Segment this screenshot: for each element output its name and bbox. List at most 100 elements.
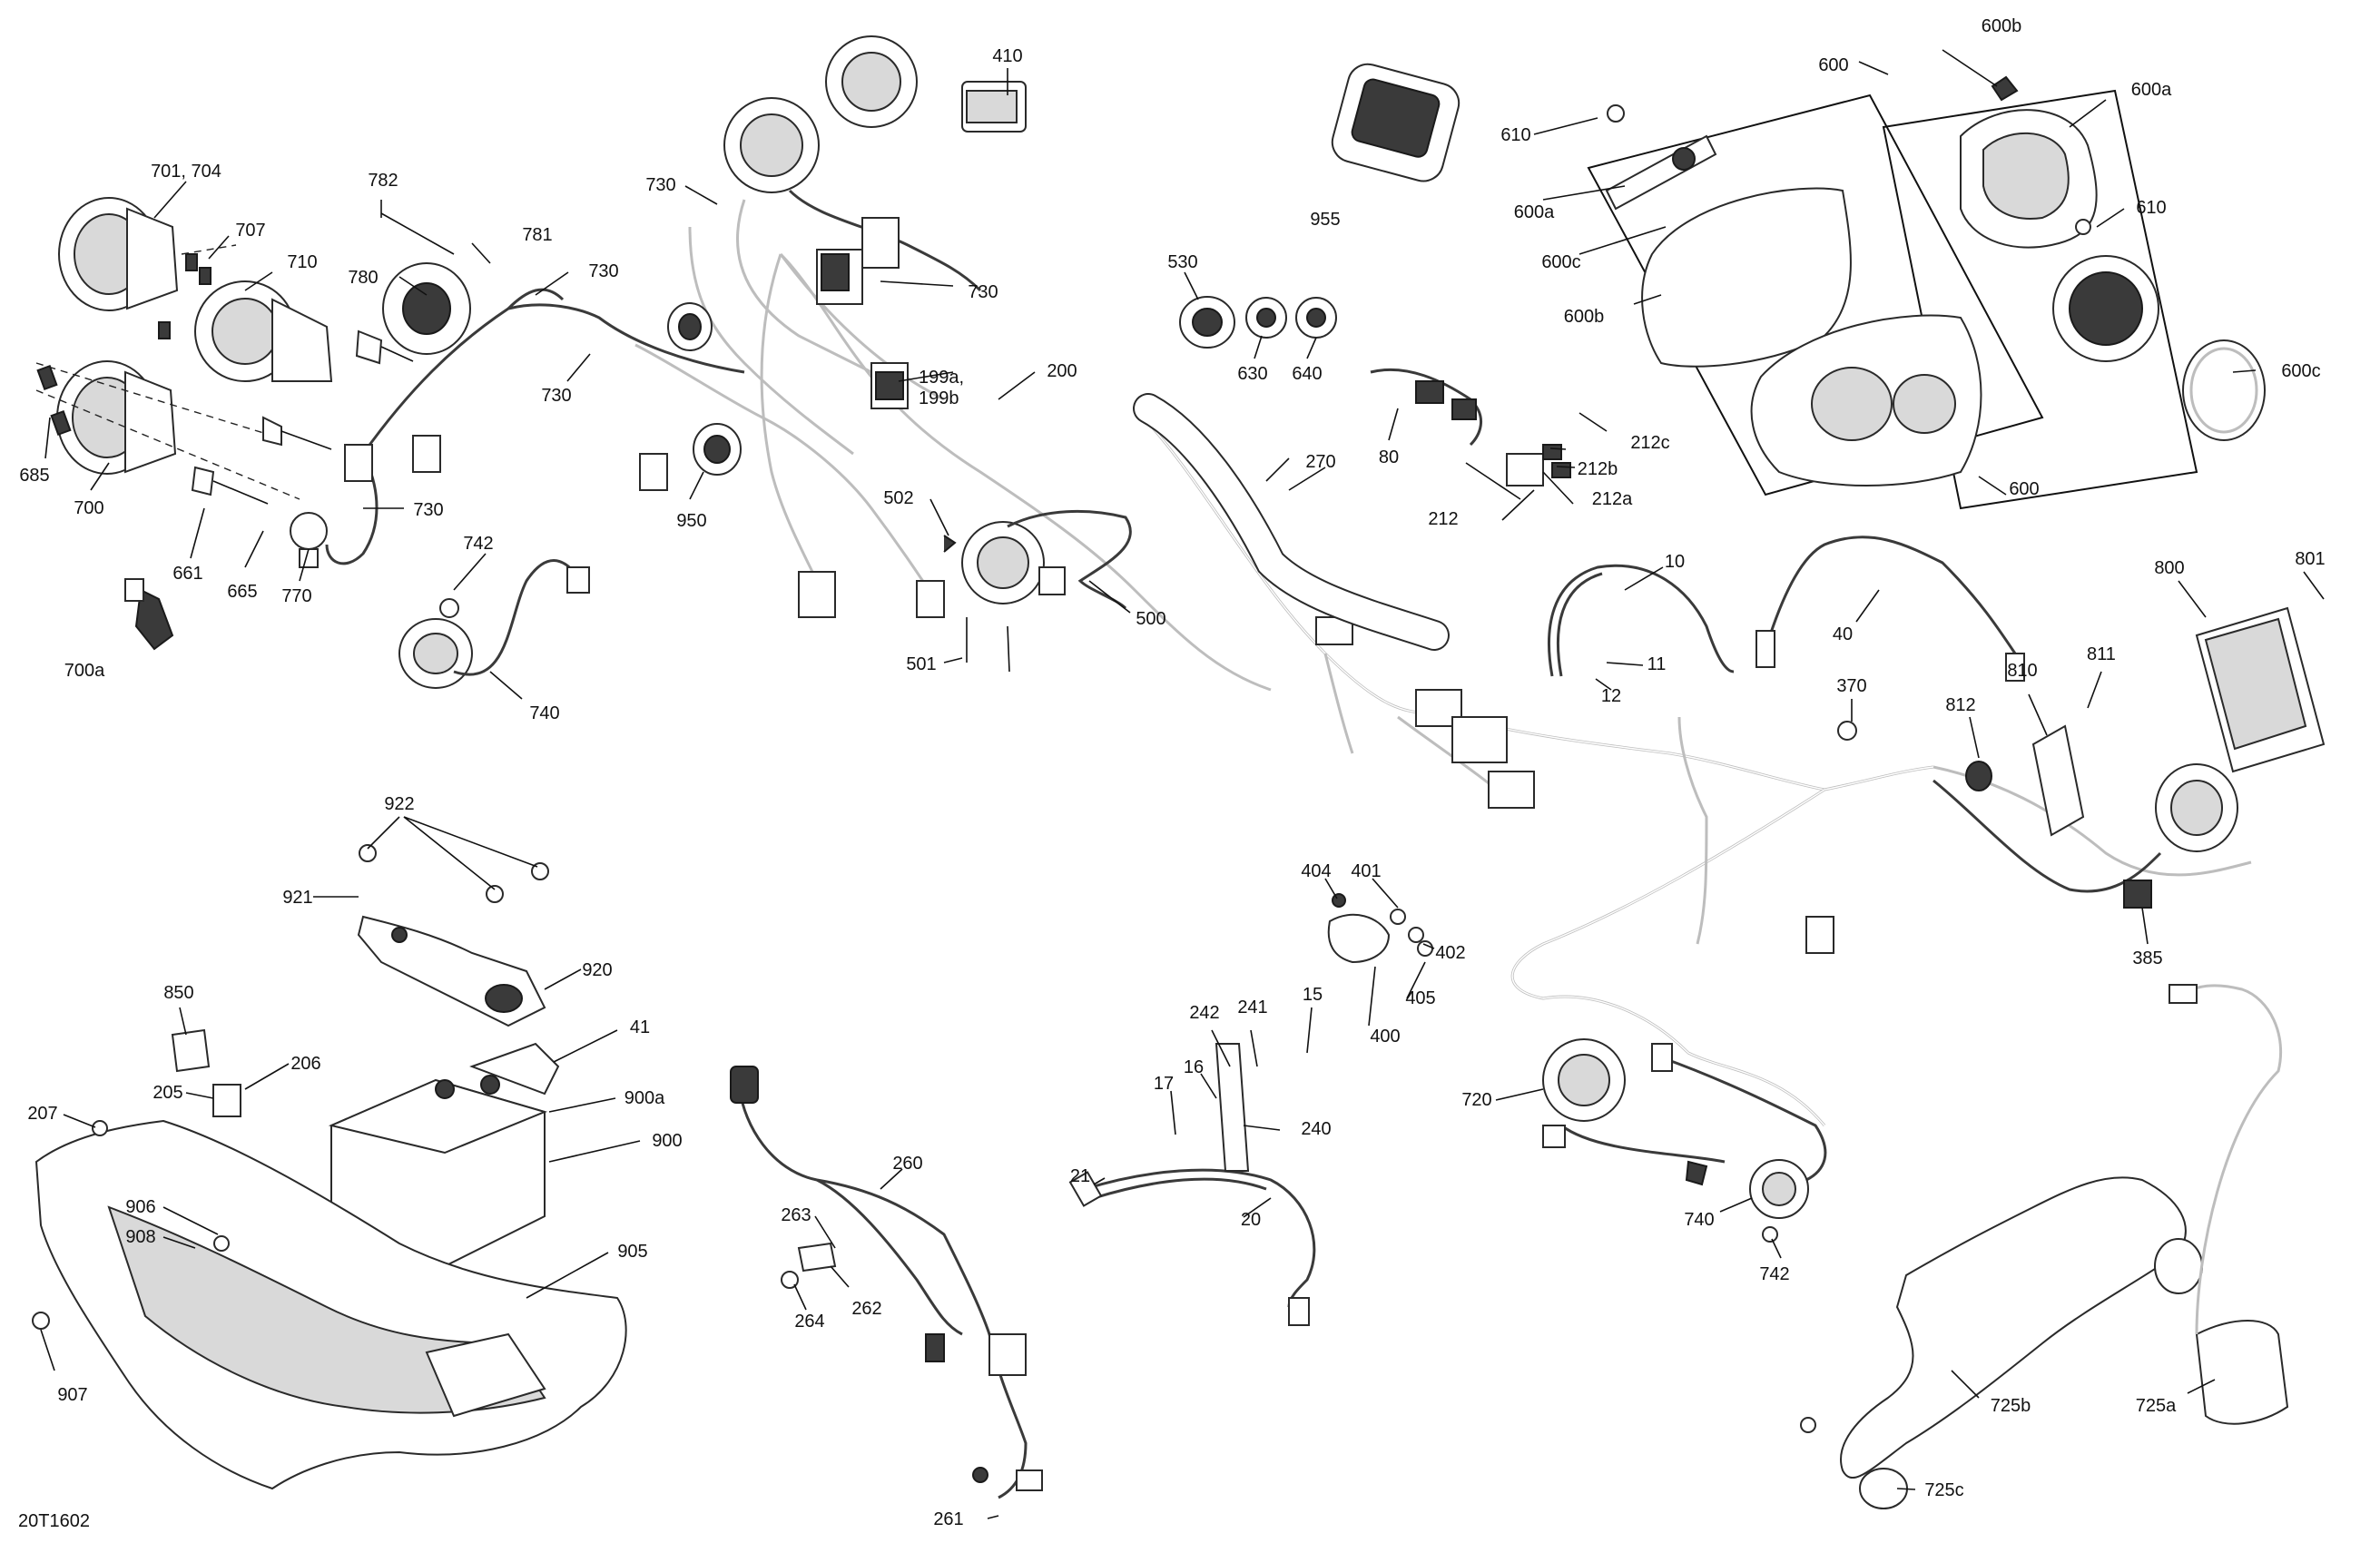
callout-730c: 730 bbox=[541, 386, 571, 406]
callout-710: 710 bbox=[287, 252, 317, 272]
callout-600c-right: 600c bbox=[2281, 361, 2320, 381]
callout-11: 11 bbox=[1647, 654, 1667, 674]
callout-701-704: 701, 704 bbox=[151, 162, 221, 182]
callout-921: 921 bbox=[282, 888, 312, 908]
tray-905 bbox=[32, 1119, 627, 1490]
callout-20: 20 bbox=[1241, 1210, 1261, 1230]
callout-740: 740 bbox=[529, 703, 559, 723]
callout-10: 10 bbox=[1665, 552, 1685, 572]
callout-770: 770 bbox=[281, 586, 311, 606]
callout-661: 661 bbox=[172, 564, 202, 584]
callout-781: 781 bbox=[522, 225, 552, 245]
callout-782: 782 bbox=[368, 171, 398, 191]
callout-80: 80 bbox=[1379, 447, 1399, 467]
callout-385: 385 bbox=[2132, 948, 2162, 968]
callout-240: 240 bbox=[1301, 1119, 1331, 1139]
callout-262: 262 bbox=[851, 1299, 881, 1319]
callout-630: 630 bbox=[1237, 364, 1267, 384]
callout-600b-top: 600b bbox=[1982, 16, 2022, 36]
bracket-725 bbox=[1800, 984, 2289, 1509]
callout-720: 720 bbox=[1461, 1090, 1491, 1110]
callout-500: 500 bbox=[1136, 609, 1165, 629]
callout-742-lower: 742 bbox=[1759, 1264, 1789, 1284]
callout-600: 600 bbox=[1818, 55, 1848, 75]
callout-905: 905 bbox=[617, 1242, 647, 1262]
cable-20 bbox=[1068, 893, 1433, 1326]
callout-600c: 600c bbox=[1541, 252, 1580, 272]
display-group bbox=[1179, 63, 1571, 500]
callout-401: 401 bbox=[1351, 861, 1381, 881]
callout-850: 850 bbox=[163, 983, 193, 1003]
callout-600a: 600a bbox=[1514, 202, 1555, 222]
callout-212c: 212c bbox=[1630, 433, 1669, 453]
callout-740-lower: 740 bbox=[1684, 1210, 1714, 1230]
callout-725a: 725a bbox=[2136, 1396, 2177, 1416]
callout-212a: 212a bbox=[1592, 489, 1633, 509]
callout-730d: 730 bbox=[413, 500, 443, 520]
callout-212: 212 bbox=[1428, 509, 1458, 529]
callout-800: 800 bbox=[2154, 558, 2184, 578]
callout-610: 610 bbox=[1500, 125, 1530, 145]
callout-405: 405 bbox=[1405, 988, 1435, 1008]
callout-12: 12 bbox=[1601, 686, 1621, 706]
callout-labels: 410 730 701, 704 707 710 782 781 780 730… bbox=[18, 16, 2326, 1531]
callout-906: 906 bbox=[125, 1197, 155, 1217]
callout-922: 922 bbox=[384, 794, 414, 814]
callout-700a: 700a bbox=[64, 661, 105, 681]
callout-400: 400 bbox=[1370, 1027, 1400, 1047]
callout-410: 410 bbox=[992, 46, 1022, 66]
callout-900a: 900a bbox=[625, 1088, 665, 1108]
callout-501: 501 bbox=[906, 654, 936, 674]
callout-780: 780 bbox=[348, 268, 378, 288]
callout-199a-199b: 199a,199b bbox=[919, 368, 964, 408]
callout-205: 205 bbox=[152, 1083, 182, 1103]
callout-600-bottom: 600 bbox=[2009, 479, 2039, 499]
callout-370: 370 bbox=[1836, 676, 1866, 696]
callout-640: 640 bbox=[1292, 364, 1322, 384]
callout-241: 241 bbox=[1237, 998, 1267, 1017]
callout-725c: 725c bbox=[1924, 1480, 1963, 1500]
lights-lower bbox=[1542, 1038, 1827, 1243]
callout-707: 707 bbox=[235, 221, 265, 241]
callout-700: 700 bbox=[74, 498, 103, 518]
callout-610-right: 610 bbox=[2136, 198, 2166, 218]
callout-665: 665 bbox=[227, 582, 257, 602]
callout-685: 685 bbox=[19, 466, 49, 486]
callout-21: 21 bbox=[1070, 1166, 1090, 1186]
module-800 bbox=[1837, 606, 2326, 909]
callout-920: 920 bbox=[582, 960, 612, 980]
callout-600b: 600b bbox=[1564, 307, 1605, 327]
callout-907: 907 bbox=[57, 1385, 87, 1405]
gauge-cluster bbox=[1587, 75, 2266, 510]
callout-730: 730 bbox=[645, 175, 675, 195]
callout-502: 502 bbox=[883, 488, 913, 508]
callout-17: 17 bbox=[1154, 1074, 1174, 1094]
callout-260: 260 bbox=[892, 1154, 922, 1174]
callout-270: 270 bbox=[1305, 452, 1335, 472]
callout-812: 812 bbox=[1945, 695, 1975, 715]
tube-270 bbox=[1133, 393, 1450, 651]
cables-10-40 bbox=[1548, 536, 2025, 682]
callout-908: 908 bbox=[125, 1227, 155, 1247]
callout-955: 955 bbox=[1310, 210, 1340, 230]
callout-242: 242 bbox=[1189, 1003, 1219, 1023]
diagram-code: 20T1602 bbox=[18, 1511, 90, 1531]
callout-207: 207 bbox=[27, 1104, 57, 1124]
callout-404: 404 bbox=[1301, 861, 1331, 881]
callout-212b: 212b bbox=[1578, 459, 1618, 479]
callout-264: 264 bbox=[794, 1312, 824, 1332]
callout-41: 41 bbox=[630, 1017, 650, 1037]
callout-742: 742 bbox=[463, 534, 493, 554]
callout-730e: 730 bbox=[968, 282, 998, 302]
callout-261: 261 bbox=[933, 1509, 963, 1529]
callout-725b: 725b bbox=[1991, 1396, 2031, 1416]
callout-15: 15 bbox=[1303, 985, 1323, 1005]
callout-402: 402 bbox=[1435, 943, 1465, 963]
callout-900: 900 bbox=[652, 1131, 682, 1151]
bracket-920 bbox=[171, 844, 549, 1117]
callout-263: 263 bbox=[781, 1205, 811, 1225]
callout-600a-right: 600a bbox=[2131, 80, 2172, 100]
callout-200: 200 bbox=[1047, 361, 1077, 381]
center-cluster bbox=[639, 35, 1027, 618]
